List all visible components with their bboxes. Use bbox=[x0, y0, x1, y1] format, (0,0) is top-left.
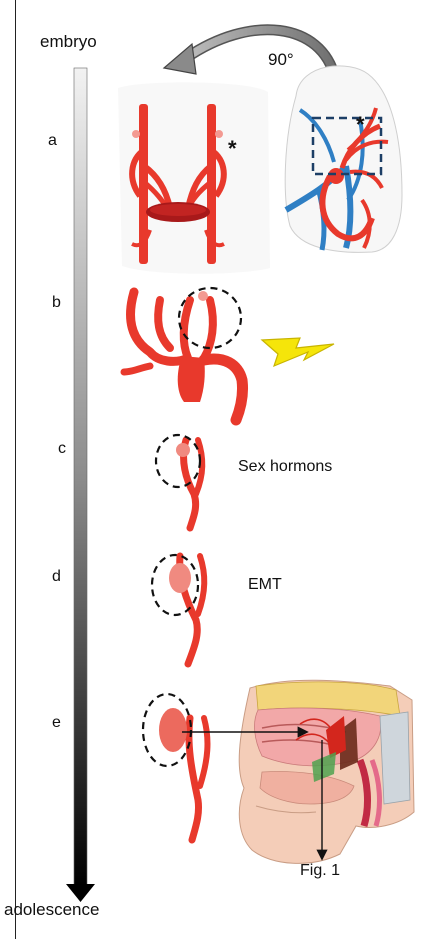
stage-e-vessel bbox=[143, 694, 207, 840]
timeline-end-label: adolescence bbox=[4, 900, 99, 920]
rotation-label: 90° bbox=[268, 50, 294, 70]
timeline-start-label: embryo bbox=[40, 32, 97, 52]
emt-annotation: EMT bbox=[248, 576, 282, 594]
sex-hormones-annotation: Sex hormons bbox=[238, 458, 332, 476]
stage-letter-e: e bbox=[52, 714, 61, 732]
curved-rotation-arrow-icon bbox=[164, 30, 335, 78]
stage-b-vessels bbox=[124, 288, 243, 420]
stage-letter-b: b bbox=[52, 294, 61, 312]
asterisk-marker-a: * bbox=[228, 136, 237, 162]
stage-letter-c: c bbox=[58, 440, 66, 458]
asterisk-marker-embryo: * bbox=[356, 112, 365, 138]
embryo-lateral-view bbox=[285, 66, 402, 253]
timeline-gradient-arrow-icon bbox=[66, 68, 95, 902]
stage-letter-a: a bbox=[48, 132, 57, 150]
figure-reference-label: Fig. 1 bbox=[300, 862, 340, 880]
stage-letter-d: d bbox=[52, 568, 61, 586]
lightning-bolt-icon bbox=[262, 338, 334, 366]
stage-c-vessel bbox=[156, 435, 202, 528]
head-sagittal-section bbox=[239, 680, 414, 863]
stage-d-vessel bbox=[152, 555, 204, 664]
stage-a-aortic-arches bbox=[118, 82, 270, 273]
